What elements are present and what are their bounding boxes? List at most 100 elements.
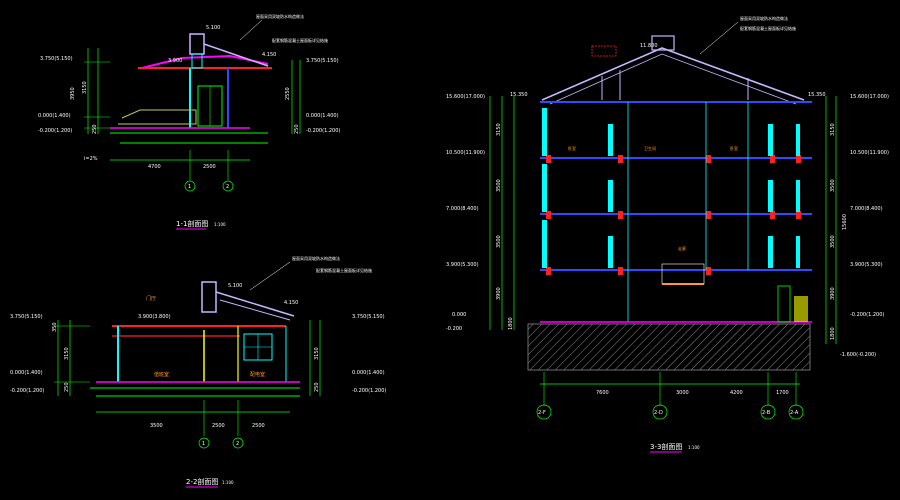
s2-note-2: 配套钢筋混凝土屋面板详见结施 bbox=[316, 267, 372, 273]
s2-top-level: 5.100 bbox=[228, 283, 242, 289]
drawing-line bbox=[770, 155, 775, 163]
s3-level-right-4: 3.900(5.300) bbox=[850, 262, 883, 268]
s1-scale: 1:100 bbox=[214, 222, 226, 227]
drawing-line bbox=[608, 180, 613, 212]
s3-level-right-2: 10.500(11.900) bbox=[850, 150, 889, 156]
drawing-line bbox=[546, 211, 551, 219]
s2-roof-edge bbox=[215, 291, 295, 317]
drawing-line bbox=[796, 155, 801, 163]
section3-vdims_right-1-label: 3500 bbox=[830, 179, 836, 192]
s3-roof bbox=[541, 47, 805, 101]
drawing-line bbox=[542, 164, 547, 212]
section3-dim_bottom-1-label: 3000 bbox=[676, 390, 689, 396]
s1-level-left-2: 0.000(1.400) bbox=[38, 113, 71, 119]
section3-vdims_left-1-label: 3500 bbox=[496, 179, 502, 192]
s1-vdim-right-1: 2550 bbox=[285, 87, 291, 100]
s3-room-3: 走廊 bbox=[678, 245, 686, 251]
s3-level-left-6: -0.200 bbox=[446, 326, 462, 332]
s2-title: 2-2剖面图 bbox=[186, 477, 218, 486]
s2-room-1: 门厅 bbox=[146, 295, 156, 302]
s1-vdim-left-3: 250 bbox=[92, 124, 98, 134]
s2-level-right-2: 0.000(1.400) bbox=[352, 370, 385, 376]
drawing-line bbox=[796, 180, 800, 212]
section-2-2: 门厅 值班室 配电室 5.100 4.150 3.900(3.800) 350 … bbox=[10, 255, 386, 488]
drawing-line bbox=[219, 299, 291, 321]
s1-vdim-right-2: 250 bbox=[294, 124, 300, 134]
section2-grids-1-label: 2 bbox=[236, 441, 239, 447]
drawing-line bbox=[546, 267, 551, 275]
drawing-line bbox=[608, 236, 613, 268]
s1-level-right-2: 0.000(1.400) bbox=[306, 113, 339, 119]
s1-vdim-left-2: 3150 bbox=[82, 81, 88, 94]
drawing-line bbox=[706, 267, 711, 275]
s1-chimney bbox=[191, 53, 203, 69]
s3-ridge-parapet bbox=[651, 35, 675, 51]
s2-roof-level: 4.150 bbox=[284, 300, 298, 306]
drawing-line bbox=[608, 124, 613, 156]
s3-eave-level-left: 15.350 bbox=[510, 92, 528, 98]
s3-ridge-level: 11.800 bbox=[640, 43, 658, 49]
s2-room-3: 配电室 bbox=[250, 371, 265, 378]
s2-room-2: 值班室 bbox=[154, 371, 169, 378]
s1-level-left-1: 3.750(5.150) bbox=[40, 56, 73, 62]
drawing-line bbox=[706, 211, 711, 219]
s1-note-1: 屋面采用双坡防水构造做法 bbox=[256, 13, 304, 19]
s3-room-4: 卧室 bbox=[730, 145, 738, 151]
section2-vdims_left-2-label: 250 bbox=[64, 382, 70, 392]
s1-slope-note: i=2% bbox=[84, 156, 98, 162]
drawing-line bbox=[796, 124, 800, 156]
drawing-line bbox=[796, 236, 800, 268]
drawing-line bbox=[768, 236, 773, 268]
section3-vdims_right-4-label: 1800 bbox=[830, 327, 836, 340]
section3-grids-1-label: 2-D bbox=[654, 410, 663, 416]
s3-level-right-3: 7.000(8.400) bbox=[850, 206, 883, 212]
s3-level-right-6: -1.600(-0.200) bbox=[840, 352, 876, 358]
s2-slab-level: 3.900(3.800) bbox=[138, 314, 171, 320]
s2-level-right-1: 3.750(5.150) bbox=[352, 314, 385, 320]
section3-vdims_right-2-label: 3500 bbox=[830, 235, 836, 248]
s1-roof-slope bbox=[141, 54, 269, 69]
drawing-line bbox=[699, 21, 739, 55]
drawing-line bbox=[543, 372, 797, 406]
s3-grid-2D bbox=[652, 404, 668, 420]
s3-eave-level-right: 15.350 bbox=[808, 92, 826, 98]
section3-vdims_left-3-label: 3900 bbox=[496, 287, 502, 300]
s3-walls bbox=[542, 108, 800, 268]
s1-note-2: 配套钢筋混凝土屋面板详见结施 bbox=[272, 37, 328, 43]
s1-top-level: 5.100 bbox=[206, 25, 220, 31]
s3-room-2: 卫生间 bbox=[644, 145, 656, 151]
s3-level-left-3: 7.000(8.400) bbox=[446, 206, 479, 212]
s1-title: 1-1剖面图 bbox=[176, 219, 208, 228]
drawing-line bbox=[770, 211, 775, 219]
s3-beam-marks bbox=[546, 155, 801, 275]
section3-grids-3-label: 2-A bbox=[790, 410, 799, 416]
section1-grids-0-label: 1 bbox=[188, 184, 191, 190]
drawing-line bbox=[618, 211, 623, 219]
section3-vdims_left-2-label: 3500 bbox=[496, 235, 502, 248]
s1-level-right-1: 3.750(5.150) bbox=[306, 58, 339, 64]
drawing-line bbox=[768, 180, 773, 212]
s2-grid-1 bbox=[198, 437, 210, 449]
s3-stair bbox=[661, 263, 705, 285]
s3-note-2: 配套钢筋混凝土屋面板详见结施 bbox=[740, 25, 796, 31]
section-3-3: 11.800 15.350 15.350 屋面采用双坡防水构造做法 配套钢筋混凝… bbox=[446, 15, 889, 453]
drawing-line bbox=[249, 261, 291, 291]
s3-grid-2A bbox=[788, 404, 804, 420]
section2-vdims_right-1-label: 250 bbox=[314, 382, 320, 392]
s2-parapet bbox=[201, 281, 217, 313]
section2-vdims_left-0-label: 350 bbox=[52, 322, 58, 332]
drawing-line bbox=[239, 19, 263, 41]
drawing-line bbox=[591, 45, 617, 57]
section2-dim_bottom-0-label: 3500 bbox=[150, 423, 163, 429]
s2-level-left-1: 3.750(5.150) bbox=[10, 314, 43, 320]
drawing-line bbox=[618, 267, 623, 275]
s1-parapet bbox=[189, 33, 205, 55]
s2-note-1: 屋面采用双坡防水构造做法 bbox=[292, 255, 340, 261]
s1-level-right-3: -0.200(1.200) bbox=[306, 128, 340, 134]
drawing-line bbox=[549, 53, 797, 105]
s3-level-left-2: 10.500(11.900) bbox=[446, 150, 485, 156]
section2-dim_bottom-1-label: 2500 bbox=[212, 423, 225, 429]
s1-eave-level: 4.150 bbox=[262, 52, 276, 58]
section3-vdims_right-3-label: 3900 bbox=[830, 287, 836, 300]
s1-grid-2 bbox=[222, 180, 234, 192]
